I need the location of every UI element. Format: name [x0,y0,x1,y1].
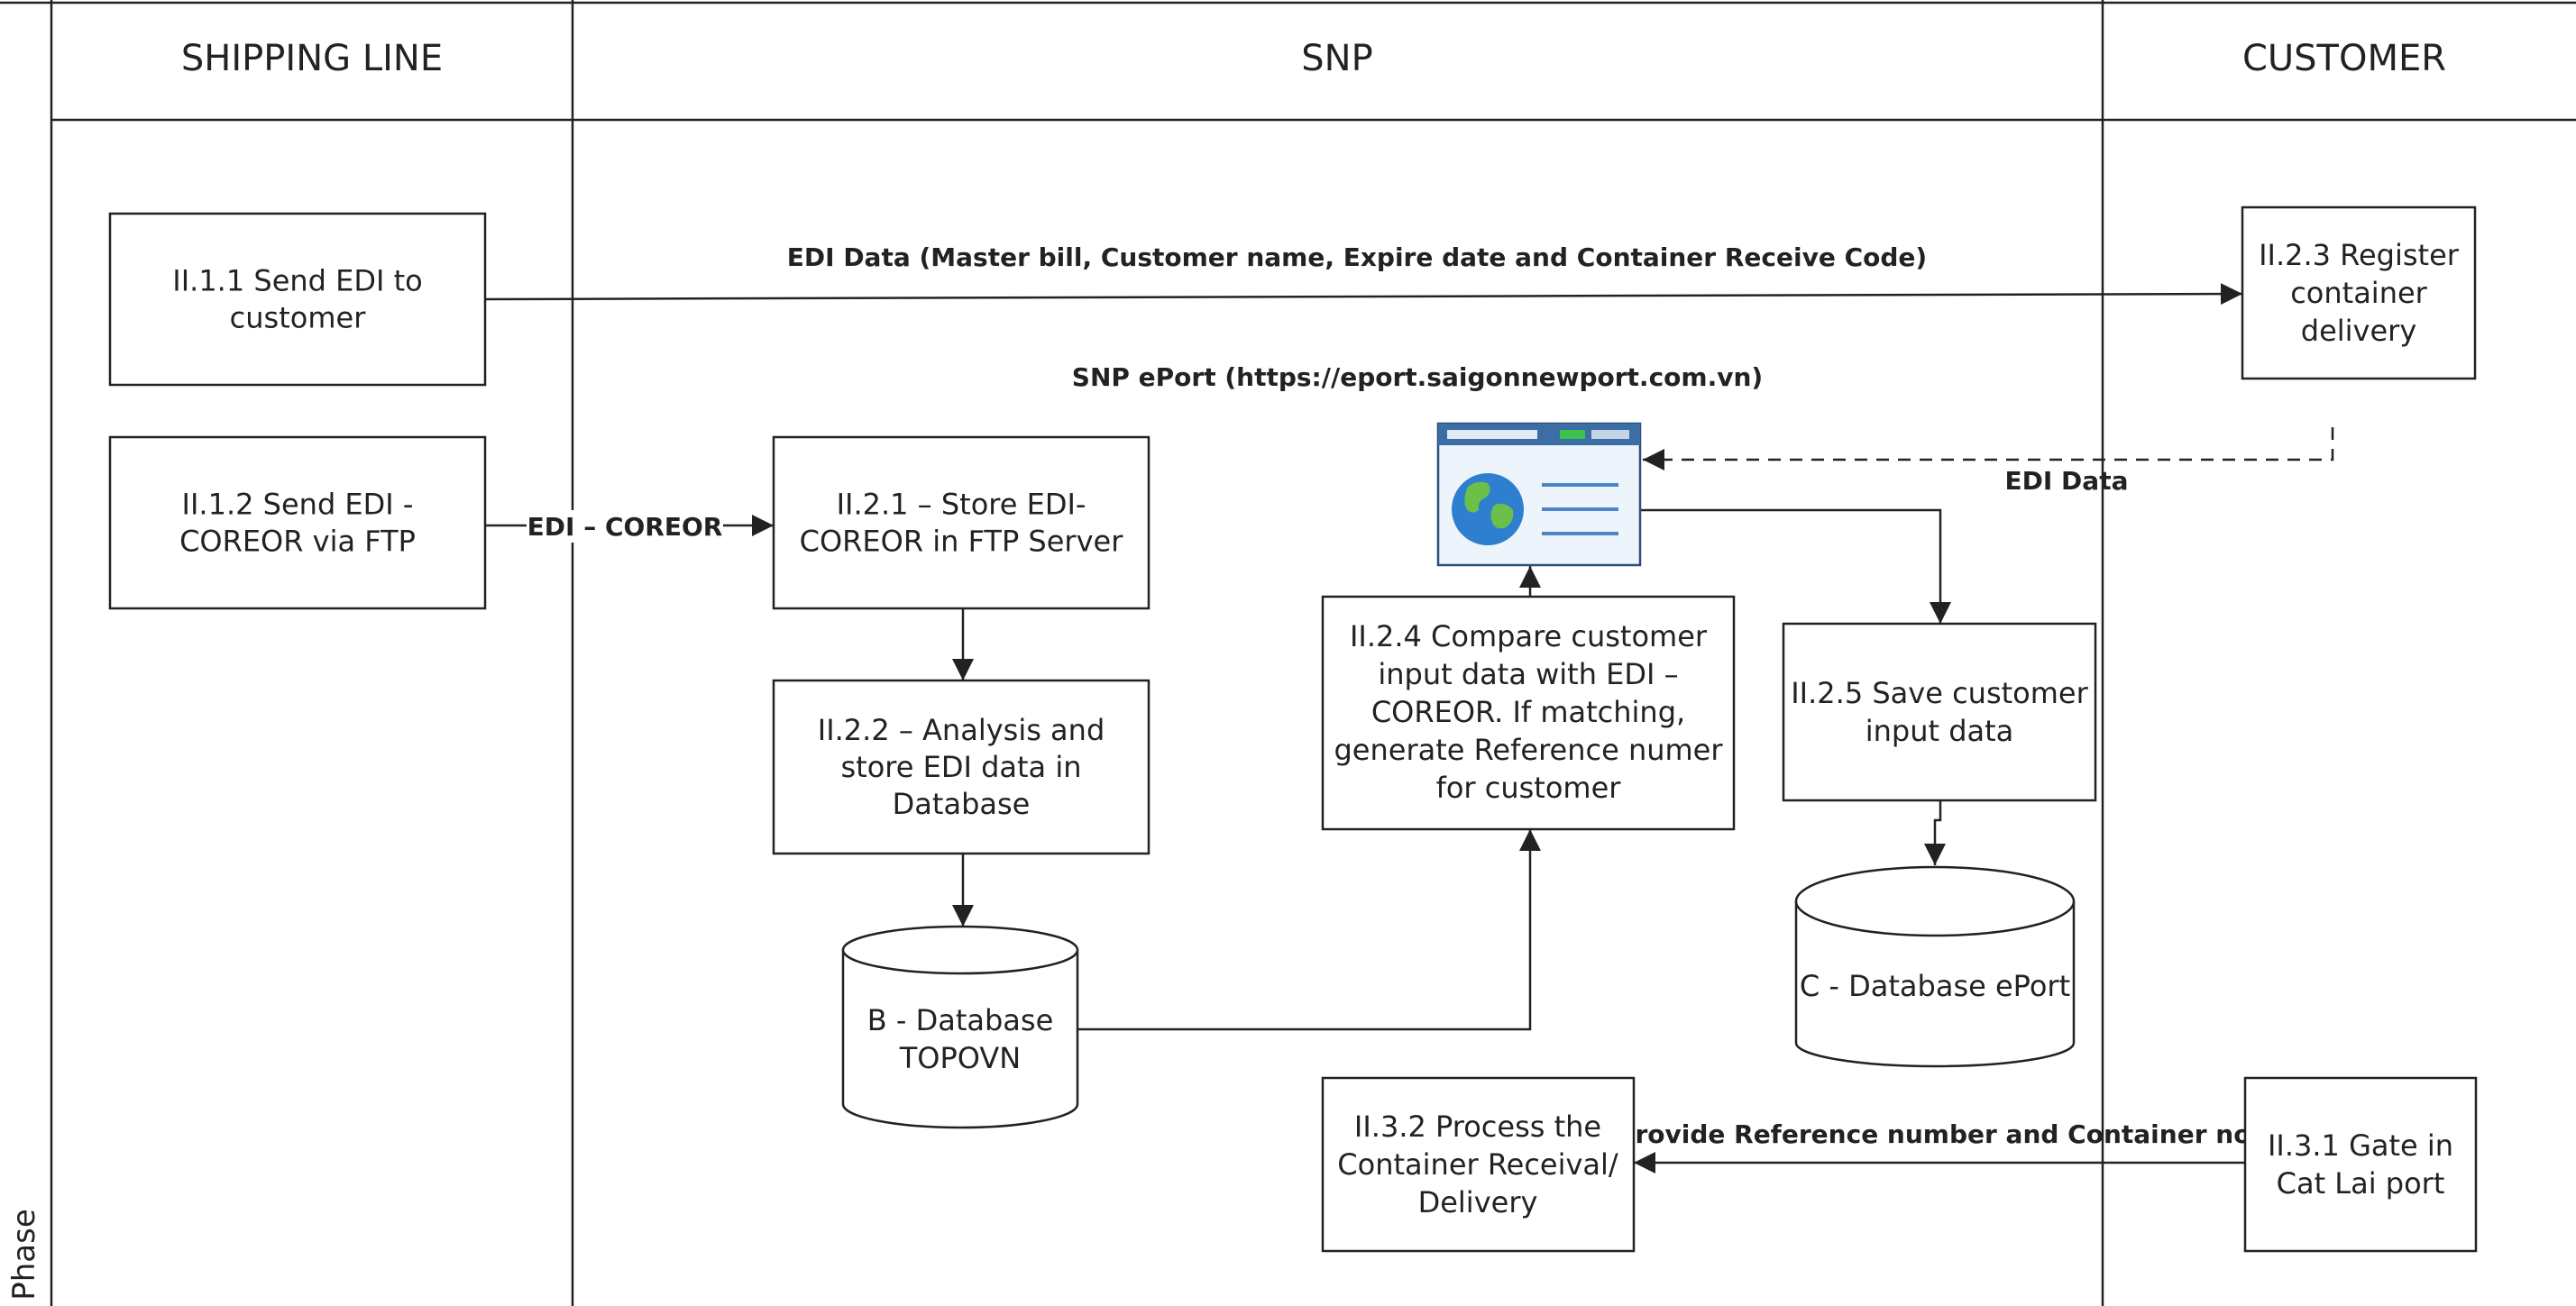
arrow-edi-data-to-register [484,283,2243,306]
node-label-line: II.2.2 – Analysis and [818,713,1105,747]
node-label-line: II.2.4 Compare customer [1350,619,1708,653]
globe-land [1464,481,1514,529]
arrow-save-to-db-c [1924,800,1946,865]
node-box-2-5 [1782,622,2097,802]
node-box-1-2 [108,435,487,610]
node-label-line: TOPOVN [899,1041,1021,1075]
browser-green-button [1560,430,1585,439]
process-nodes [108,205,2478,1253]
node-register-container-delivery: II.2.3 Register container delivery [2259,238,2460,348]
node-label-line: COREOR. If matching, [1371,695,1685,729]
node-box-2-2 [772,679,1150,855]
edge-label-edi-coreor: EDI – COREOR [527,512,723,542]
node-compare-customer-input: II.2.4 Compare customer input data with E… [1334,619,1723,805]
node-box-2-1 [772,435,1150,610]
database-b [841,925,1079,1129]
node-label-line: II.1.1 Send EDI to [172,264,422,298]
edge-label-bg [527,510,723,543]
node-label-line: COREOR via FTP [179,525,416,559]
node-label-line: COREOR in FTP Server [800,525,1124,559]
node-label-line: Container Receival/ [1337,1147,1618,1182]
node-box-3-1 [2243,1076,2478,1253]
edge-labels: EDI Data (Master bill, Customer name, Ex… [527,242,2260,1149]
node-label-line: II.2.5 Save customer [1791,676,2088,710]
node-send-edi-coreor-ftp: II.1.2 Send EDI -COREOR via FTP [179,488,416,559]
node-label-line: II.1.2 Send EDI - [182,488,414,522]
connectors [484,283,2334,1174]
node-save-customer-input: II.2.5 Save customer input data [1791,676,2088,748]
phase-label: Phase [6,1209,42,1301]
node-label-line: customer [230,301,367,335]
database-c-label: C - Database ePort [1800,969,2070,1003]
node-label-line: for customer [1436,771,1622,805]
edge-label-edi-data-full: EDI Data (Master bill, Customer name, Ex… [787,242,1927,272]
node-label-line: Cat Lai port [2277,1166,2445,1201]
lane-header-customer: CUSTOMER [2242,38,2446,79]
database-c [1794,865,2076,1068]
browser-window-controls [1591,430,1629,439]
node-label-line: C - Database ePort [1800,969,2070,1003]
node-label-line: generate Reference numer [1334,733,1723,767]
lane-header-snp: SNP [1301,38,1372,79]
browser-address-bar [1447,430,1537,439]
node-label-line: input data [1866,714,2014,748]
edge-label-provide-reference: Provide Reference number and Container n… [1617,1119,2260,1149]
node-label-line: store EDI data in [841,750,1082,784]
node-label-line: Delivery [1418,1185,1538,1219]
node-label-line: II.2.3 Register [2259,238,2460,272]
node-label-line: II.3.2 Process the [1354,1110,1601,1144]
arrow-eport-to-save [1641,508,1951,624]
lane-header-shipping-line: SHIPPING LINE [181,38,443,79]
arrow-db-b-to-compare [1077,829,1541,1031]
edge-label-eport-url: SNP ePort (https://eport.saigonnewport.c… [1072,362,1763,392]
node-label-line: container [2290,276,2427,310]
node-box-2-3 [2241,205,2477,380]
arrow-register-to-eport-dashed [1643,427,2334,470]
browser-window-globe-icon [1436,422,1642,567]
edge-label-edi-data: EDI Data [2005,466,2129,496]
node-label-line: II.2.1 – Store EDI- [837,488,1086,522]
node-label-line: input data with EDI – [1378,657,1678,691]
node-label-line: Database [893,787,1031,821]
node-box-3-2 [1321,1076,1636,1253]
node-box-1-1 [108,212,487,387]
node-box-2-4 [1321,595,1736,831]
node-label-line: II.3.1 Gate in [2268,1128,2453,1163]
node-label-line: delivery [2301,314,2417,348]
node-label-line: B - Database [867,1003,1054,1037]
node-store-edi-coreor: II.2.1 – Store EDI-COREOR in FTP Server [800,488,1124,559]
